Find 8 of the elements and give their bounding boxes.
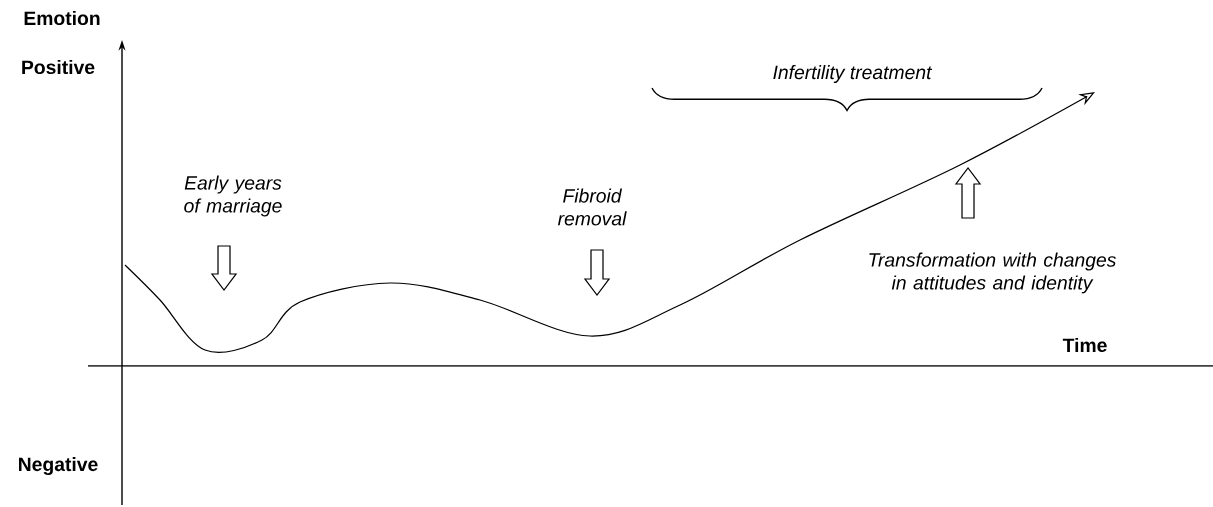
axis-label: Positive (22, 59, 95, 75)
annotation-text: Fibroid removal (557, 188, 627, 226)
axis-title: Emotion (24, 10, 100, 26)
annotation-text: Transformation with changes in attitudes and identity (869, 252, 1116, 294)
annotation-text: Early years of marriage (184, 175, 282, 217)
axis-title: Time (1062, 337, 1107, 353)
annotation-text: Infertility treatment (773, 65, 933, 83)
axis-label: Negative (19, 456, 98, 476)
